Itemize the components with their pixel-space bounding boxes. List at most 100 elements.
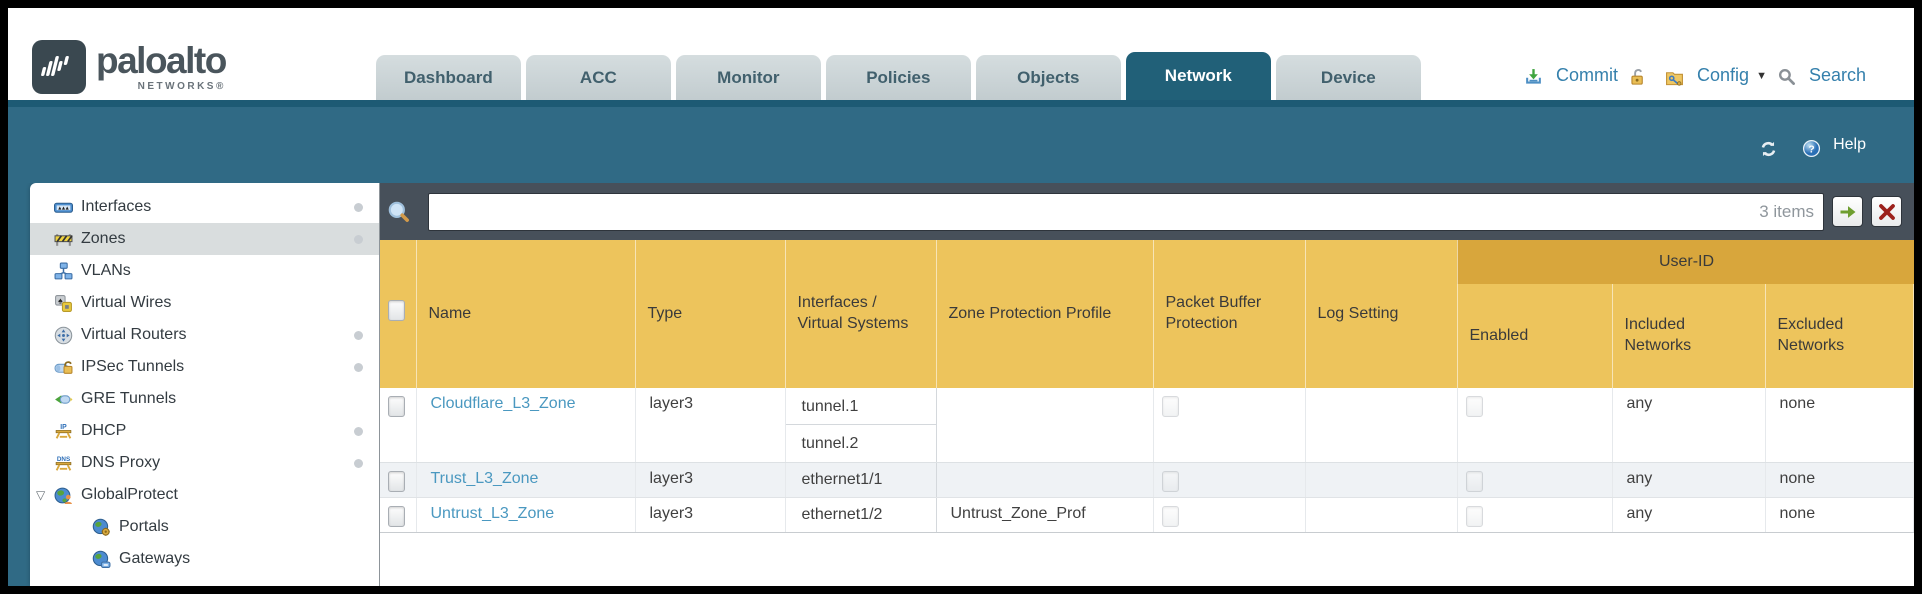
interface-item[interactable]: ethernet1/1 (801, 471, 883, 488)
tab-policies[interactable]: Policies (825, 55, 971, 100)
green-arrow-icon (1840, 205, 1855, 218)
config-menu[interactable]: Config ▼ (1665, 65, 1767, 86)
col-header-interfaces[interactable]: Interfaces / Virtual Systems (785, 240, 937, 388)
sidebar-item-interfaces[interactable]: Interfaces (30, 191, 379, 223)
sidebar-item-label: Zones (81, 230, 126, 247)
config-label: Config (1697, 65, 1750, 85)
zone-interfaces: ethernet1/1 (784, 462, 937, 498)
col-header-type[interactable]: Type (635, 240, 786, 388)
paloalto-logo: paloalto NETWORKS® (32, 40, 227, 94)
row-checkbox[interactable] (388, 396, 405, 417)
tab-dashboard[interactable]: Dashboard (375, 55, 521, 100)
search-label: Search (1808, 65, 1866, 85)
tab-monitor[interactable]: Monitor (675, 55, 821, 100)
zones-table: Name Type Interfaces / Virtual Systems Z… (380, 240, 1914, 533)
user-id-enabled-checkbox[interactable] (1465, 506, 1483, 527)
svg-text:DNS: DNS (57, 455, 70, 462)
vlans-icon (54, 262, 73, 281)
col-header-enabled[interactable]: Enabled (1457, 284, 1613, 388)
col-header-log-setting[interactable]: Log Setting (1305, 240, 1458, 388)
packet-buffer-checkbox[interactable] (1161, 471, 1179, 492)
sidebar-item-label: GlobalProtect (81, 486, 178, 503)
interface-item[interactable]: tunnel.1 (785, 388, 936, 425)
zone-type: layer3 (635, 388, 786, 463)
lock-icon[interactable] (1628, 66, 1647, 85)
included-networks: any (1612, 388, 1766, 463)
packet-buffer-checkbox[interactable] (1161, 506, 1179, 527)
page-body: Interfaces Zones (8, 183, 1914, 586)
log-setting (1305, 462, 1458, 498)
filter-input[interactable] (428, 192, 1824, 231)
brand-wordmark: paloalto (96, 40, 227, 81)
virtual-routers-icon (54, 326, 73, 345)
sidebar-item-ipsec-tunnels[interactable]: IPSec Tunnels (30, 351, 379, 383)
zone-type: layer3 (635, 497, 786, 533)
zone-name-link[interactable]: Untrust_L3_Zone (430, 505, 555, 522)
dns-proxy-icon: DNS (54, 454, 73, 473)
interfaces-icon (54, 198, 73, 217)
sidebar-item-gateways[interactable]: Gateways (30, 543, 379, 575)
excluded-networks: none (1765, 462, 1914, 498)
sidebar-item-globalprotect[interactable]: ▽ GlobalProtect (30, 479, 379, 511)
row-checkbox[interactable] (388, 506, 405, 527)
tab-acc[interactable]: ACC (525, 55, 671, 100)
sidebar-item-dns-proxy[interactable]: DNS DNS Proxy (30, 447, 379, 479)
svg-text:?: ? (1808, 144, 1814, 155)
commit-button[interactable]: Commit (1524, 65, 1618, 86)
select-all-checkbox[interactable] (388, 300, 405, 322)
help-button[interactable]: ? Help (1802, 136, 1866, 157)
user-id-enabled-checkbox[interactable] (1465, 396, 1483, 417)
network-sidebar: Interfaces Zones (30, 183, 380, 586)
zone-type: layer3 (635, 462, 786, 498)
refresh-icon[interactable] (1759, 136, 1778, 156)
expander-triangle-icon[interactable]: ▽ (36, 488, 46, 502)
row-checkbox[interactable] (388, 471, 405, 492)
tab-device[interactable]: Device (1275, 55, 1421, 100)
col-header-name[interactable]: Name (416, 240, 636, 388)
col-header-zone-protection-profile[interactable]: Zone Protection Profile (936, 240, 1154, 388)
excluded-networks: none (1765, 388, 1914, 463)
search-button[interactable]: Search (1777, 65, 1866, 86)
interface-item[interactable]: ethernet1/2 (801, 506, 883, 523)
sidebar-item-virtual-routers[interactable]: Virtual Routers (30, 319, 379, 351)
sub-header-band: ? Help (8, 107, 1914, 183)
top-header: paloalto NETWORKS® Dashboard ACC Monitor… (8, 8, 1914, 100)
zones-content: 3 items (380, 183, 1914, 586)
apply-filter-button[interactable] (1832, 196, 1863, 227)
filter-toolbar: 3 items (380, 183, 1914, 240)
log-setting (1305, 388, 1458, 463)
sidebar-item-label: Virtual Wires (81, 294, 172, 311)
included-networks: any (1612, 462, 1766, 498)
sidebar-item-vlans[interactable]: VLANs (30, 255, 379, 287)
col-header-packet-buffer-protection[interactable]: Packet Buffer Protection (1153, 240, 1306, 388)
sidebar-item-zones[interactable]: Zones (30, 223, 379, 255)
zone-name-link[interactable]: Trust_L3_Zone (430, 470, 539, 487)
red-x-icon (1878, 203, 1895, 220)
status-dot (354, 234, 363, 244)
sidebar-item-dhcp[interactable]: IP DHCP (30, 415, 379, 447)
config-icon (1665, 66, 1684, 86)
sidebar-item-portals[interactable]: Portals (30, 511, 379, 543)
sidebar-item-virtual-wires[interactable]: ♠ Virtual Wires (30, 287, 379, 319)
zone-protection-profile: Untrust_Zone_Prof (936, 497, 1154, 533)
sidebar-item-gre-tunnels[interactable]: GRE Tunnels (30, 383, 379, 415)
sidebar-item-label: DNS Proxy (81, 454, 161, 471)
user-id-enabled-checkbox[interactable] (1465, 471, 1483, 492)
packet-buffer-checkbox[interactable] (1161, 396, 1179, 417)
table-row: Trust_L3_Zone layer3 ethernet1/1 any non… (380, 462, 1914, 498)
tab-objects[interactable]: Objects (975, 55, 1121, 100)
status-dot (354, 458, 363, 468)
col-header-excluded-networks[interactable]: Excluded Networks (1765, 284, 1914, 388)
tab-network[interactable]: Network (1125, 52, 1271, 100)
gateways-icon (92, 550, 111, 569)
zone-name-link[interactable]: Cloudflare_L3_Zone (430, 395, 576, 412)
svg-text:♠: ♠ (58, 295, 63, 305)
interface-item[interactable]: tunnel.2 (801, 435, 859, 452)
status-dot (354, 426, 363, 436)
sidebar-item-label: IPSec Tunnels (81, 358, 185, 375)
clear-filter-button[interactable] (1871, 196, 1902, 227)
sidebar-item-label: Virtual Routers (81, 326, 187, 343)
col-header-included-networks[interactable]: Included Networks (1612, 284, 1766, 388)
svg-text:IP: IP (60, 423, 67, 430)
